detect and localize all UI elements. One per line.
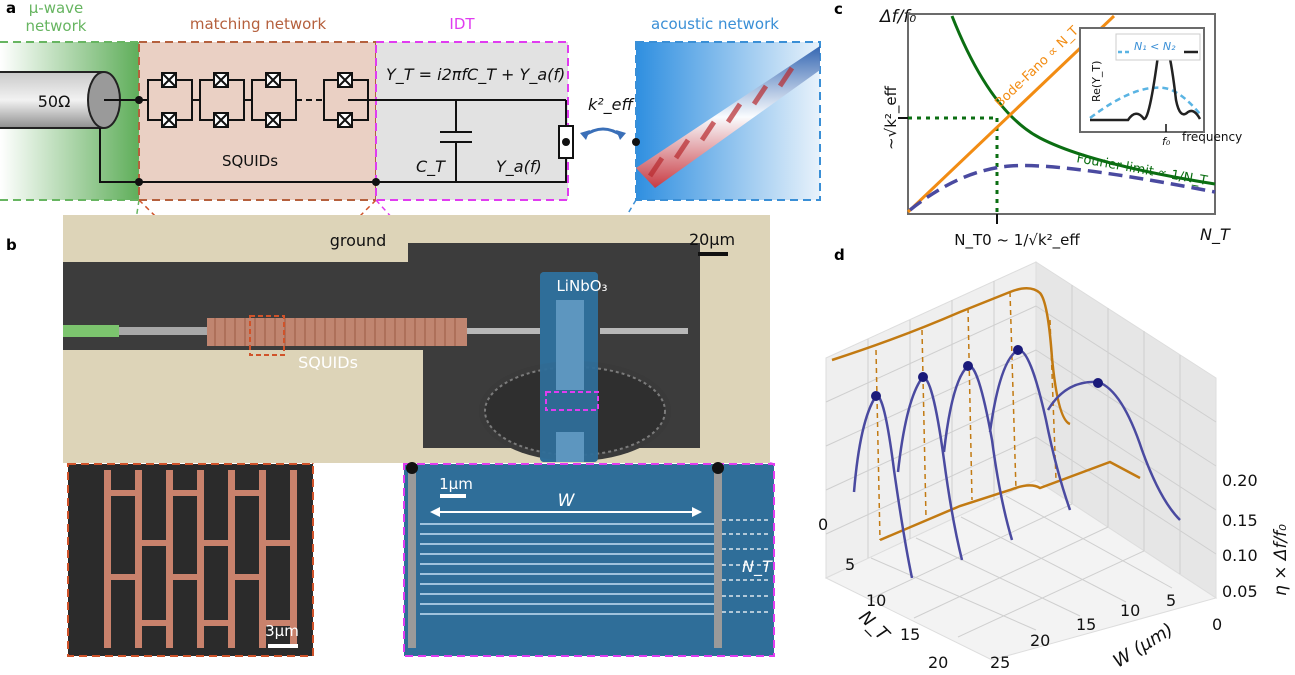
z-tick-1: 0.15	[1222, 511, 1258, 530]
squid-chain	[147, 72, 369, 128]
impedance-label: 50Ω	[38, 92, 71, 111]
max-projection-bottom	[879, 460, 1141, 542]
matching-network-label: matching network	[190, 15, 327, 33]
scale-bar-right	[440, 494, 466, 498]
w-tick-2: 15	[1076, 615, 1096, 634]
z-tick-2: 0.10	[1222, 546, 1258, 565]
idt-label: IDT	[449, 15, 475, 33]
c-xlabel: N_T	[1200, 225, 1231, 245]
inset-xlabel: frequency	[1182, 130, 1242, 144]
z-tick-3: 0.05	[1222, 582, 1258, 601]
admittance-equation: Y_T = i2πfC_T + Y_a(f)	[386, 65, 565, 85]
keff-label: k²_eff	[588, 95, 636, 115]
squids-label-a: SQUIDs	[222, 152, 278, 170]
panel-label-d: d	[834, 246, 845, 264]
mw-network-label-2: network	[26, 17, 87, 35]
nt-tick-4: 20	[928, 653, 948, 672]
z-tick-4: 0	[1212, 615, 1222, 634]
width-w-label: W	[558, 491, 576, 511]
idt-box	[375, 41, 569, 201]
nt-tick-0: 0	[818, 515, 828, 534]
d-xlabel: N_T	[854, 607, 894, 647]
mw-network-label-1: µ-wave	[29, 0, 84, 17]
squid-array-image	[207, 318, 467, 346]
panel-label-c: c	[834, 0, 843, 18]
acoustic-network-label: acoustic network	[651, 15, 779, 33]
panel-b: b ground 20µm	[6, 215, 775, 657]
c-ytick: ~√k²_eff	[882, 85, 901, 150]
ct-capacitor	[440, 100, 472, 182]
w-tick-4: 25	[990, 653, 1010, 672]
panel-label-b: b	[6, 236, 17, 254]
panel-d: d	[818, 246, 1291, 672]
c-axes	[907, 13, 1216, 215]
inset-curve-n1	[1089, 86, 1201, 119]
w-tick-3: 20	[1030, 631, 1050, 650]
nt-tick-3: 15	[900, 625, 920, 644]
squids-label-b: SQUIDs	[298, 353, 358, 372]
inset-legend	[1115, 33, 1201, 61]
scale-bar-left-label: 3µm	[265, 622, 299, 640]
w-tick-1: 10	[1120, 601, 1140, 620]
coupling-arrow-icon	[583, 127, 623, 138]
nt-tick-2: 10	[866, 591, 886, 610]
acoustic-waveguide-icon	[632, 46, 820, 188]
w-tick-0: 5	[1166, 591, 1176, 610]
scale-bar-left	[268, 644, 298, 648]
combined-limit-curve	[908, 163, 1216, 212]
resonance-curves	[852, 348, 1181, 579]
inset-f0: f₀	[1162, 135, 1171, 148]
scale-bar-main-label: 20µm	[689, 230, 735, 249]
inset-ylabel: Re(Y_T)	[1090, 61, 1103, 102]
nt-tick-1: 5	[845, 555, 855, 574]
fourier-limit-curve	[950, 15, 1216, 186]
inset-legend-text: N₁ < N₂	[1134, 40, 1176, 53]
panel-label-a: a	[6, 0, 16, 17]
ya-label: Y_a(f)	[496, 157, 542, 177]
scale-bar-right-label: 1µm	[439, 475, 473, 493]
nt-label-b: N_T	[742, 557, 773, 577]
max-projection-top	[831, 287, 1071, 426]
linbo3-label: LiNbO₃	[556, 277, 607, 295]
panel-a: a µ-wave network matching network IDT ac…	[0, 0, 821, 201]
ground-label: ground	[330, 231, 387, 250]
d-ylabel: W (µm)	[1110, 619, 1178, 672]
bode-fano-label: Bode-Fano ∝ N_T	[992, 24, 1082, 111]
c-ylabel: Δf/f₀	[878, 7, 916, 27]
d-zlabel: η × Δf/f₀	[1271, 524, 1291, 596]
ct-label: C_T	[416, 157, 446, 177]
scale-bar-main	[698, 252, 728, 256]
panel-c: c Δf/f₀ ~√k²_eff N_T0 ~ 1/√k²_eff N_T Bo…	[834, 0, 1242, 250]
idt-fingers	[420, 522, 714, 618]
c-xtick: N_T0 ~ 1/√k²_eff	[954, 231, 1080, 250]
z-tick-0: 0.20	[1222, 471, 1258, 490]
max-points	[871, 345, 1103, 401]
